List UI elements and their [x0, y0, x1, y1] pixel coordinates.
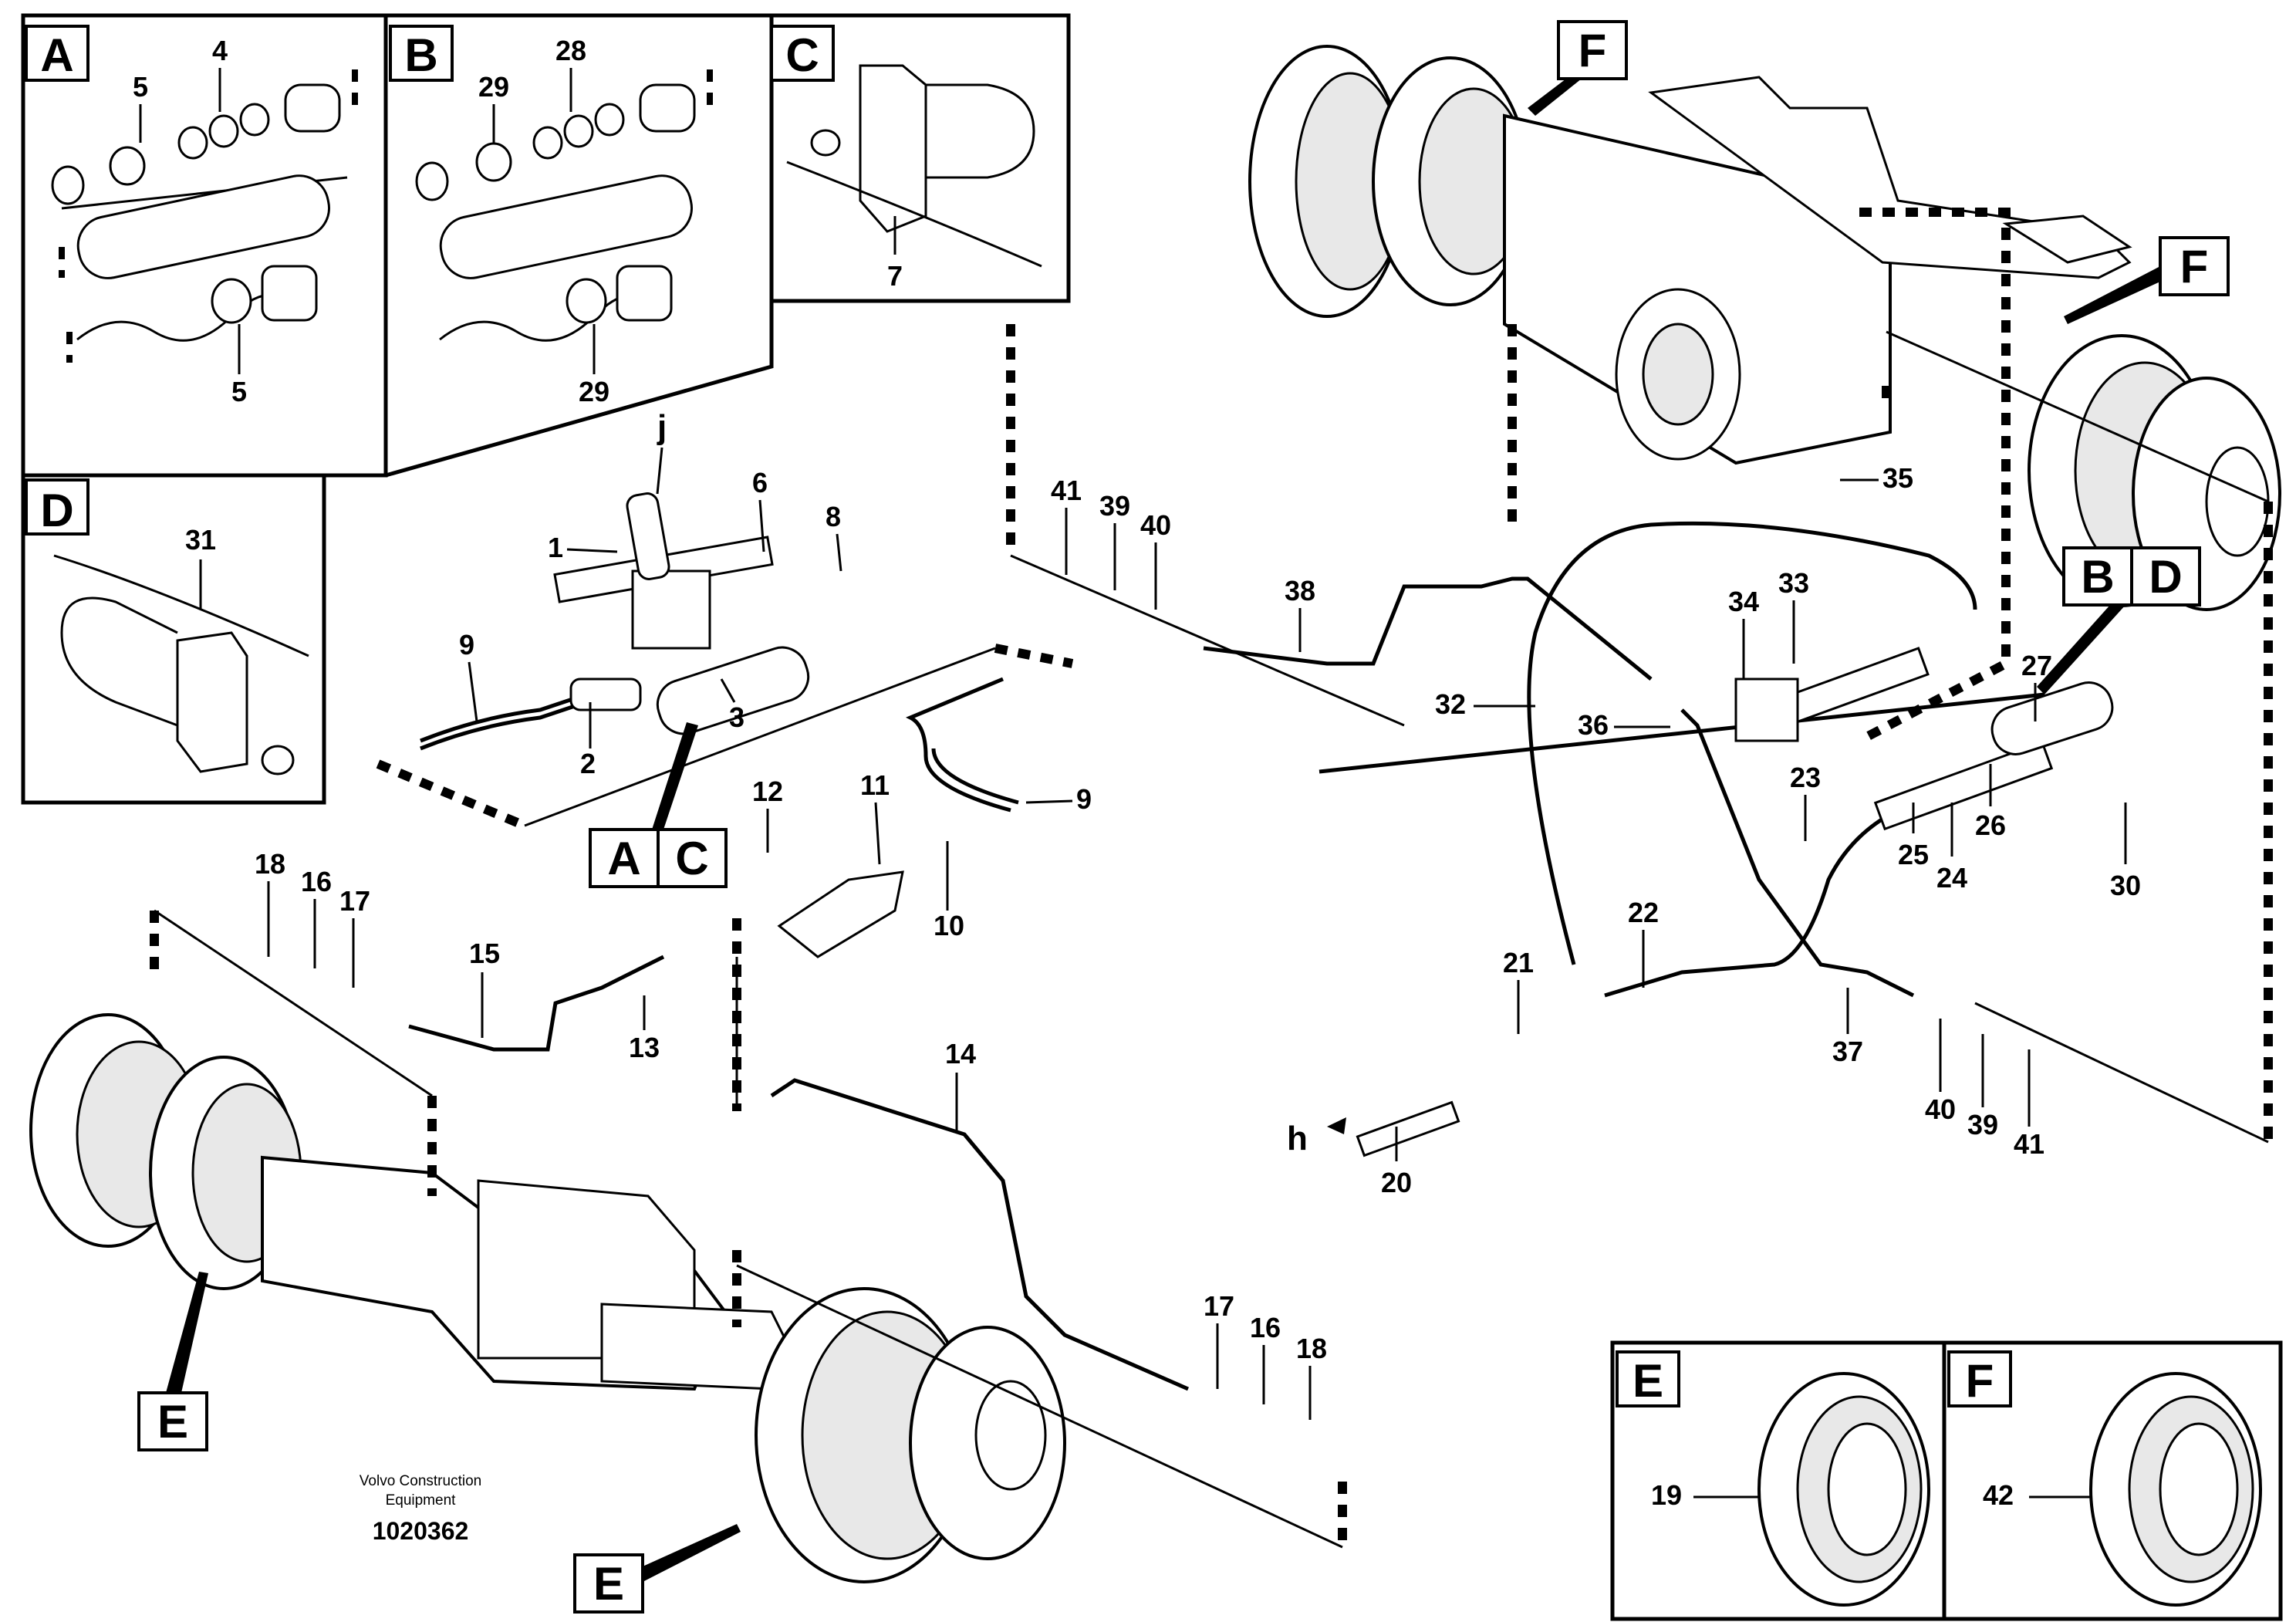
- front-axle-assembly: [29, 1013, 1066, 1583]
- center-brackets: [553, 492, 2114, 958]
- svg-text:25: 25: [1898, 839, 1929, 870]
- tag-a: A: [607, 833, 640, 884]
- svg-text:22: 22: [1628, 897, 1659, 928]
- callout-28-b: 28: [555, 35, 586, 66]
- pipes: [408, 521, 2045, 1391]
- connection-h: h: [1287, 1120, 1308, 1157]
- callout-42-f: 42: [1983, 1479, 2014, 1511]
- tag-e-bottom: E: [573, 1524, 741, 1614]
- tag-f-right: F: [2064, 236, 2230, 324]
- svg-text:3: 3: [729, 701, 745, 733]
- inset-panel-e: E 19: [1610, 1340, 1947, 1621]
- svg-text:39: 39: [1099, 490, 1130, 522]
- inset-panel-a: A 5 4 5: [21, 13, 388, 478]
- svg-text:E: E: [593, 1558, 624, 1610]
- svg-text:8: 8: [826, 501, 841, 532]
- callout-19-e: 19: [1651, 1479, 1682, 1511]
- tag-b-d: B D: [2037, 546, 2201, 694]
- callout-29-b-bottom: 29: [579, 376, 609, 407]
- svg-text:20: 20: [1381, 1167, 1412, 1198]
- svg-text:E: E: [157, 1396, 188, 1448]
- brand-line-2: Equipment: [386, 1492, 457, 1509]
- svg-text:35: 35: [1882, 462, 1913, 494]
- inset-a-letter: A: [40, 29, 73, 81]
- callout-31-d: 31: [185, 524, 216, 556]
- svg-text:41: 41: [1051, 475, 1082, 506]
- tag-a-c: A C: [589, 722, 728, 888]
- svg-text:F: F: [2180, 241, 2209, 292]
- svg-text:38: 38: [1285, 575, 1315, 607]
- svg-text:6: 6: [752, 467, 768, 498]
- svg-text:36: 36: [1578, 709, 1609, 741]
- svg-text:10: 10: [934, 910, 964, 941]
- callout-5-a-bottom: 5: [231, 376, 247, 407]
- tag-b: B: [2081, 551, 2114, 603]
- svg-text:24: 24: [1936, 862, 1967, 894]
- callout-5-a-top: 5: [133, 71, 148, 103]
- svg-text:40: 40: [1140, 509, 1171, 541]
- inset-d-letter: D: [40, 485, 73, 536]
- tag-d: D: [2149, 551, 2182, 603]
- inset-panel-c: C 7: [770, 13, 1071, 303]
- svg-text:30: 30: [2110, 870, 2141, 901]
- svg-text:26: 26: [1975, 809, 2006, 841]
- tag-c: C: [675, 833, 708, 884]
- svg-text:27: 27: [2021, 650, 2052, 681]
- svg-text:16: 16: [301, 866, 332, 897]
- svg-text:15: 15: [469, 938, 500, 969]
- inset-panel-b: B 29 28 29: [385, 13, 774, 478]
- tag-f-top: F: [1528, 20, 1628, 116]
- svg-text:9: 9: [459, 629, 474, 661]
- svg-text:41: 41: [2014, 1128, 2044, 1160]
- svg-text:14: 14: [945, 1038, 976, 1070]
- tag-e-left: E: [137, 1272, 208, 1451]
- callout-7-c: 7: [887, 260, 903, 292]
- inset-f-letter: F: [1966, 1355, 1994, 1407]
- brand-line-1: Volvo Construction: [360, 1473, 481, 1489]
- svg-text:1: 1: [548, 532, 563, 563]
- svg-text:39: 39: [1967, 1109, 1998, 1140]
- connection-j: j: [657, 408, 667, 446]
- svg-text:23: 23: [1790, 762, 1821, 793]
- drawing-number: 1020362: [373, 1517, 469, 1545]
- callout-29-b-top: 29: [478, 71, 509, 103]
- inset-b-letter: B: [404, 29, 437, 81]
- svg-text:12: 12: [752, 776, 783, 807]
- callouts: j 1 6 8 9 2 3 9 10 11 12 13 14 15 18 16 …: [255, 408, 2141, 1420]
- svg-text:18: 18: [1296, 1333, 1327, 1364]
- svg-text:40: 40: [1925, 1093, 1956, 1125]
- svg-text:21: 21: [1503, 947, 1534, 978]
- rear-axle-assembly: [1248, 45, 2281, 745]
- svg-text:16: 16: [1250, 1312, 1281, 1343]
- inset-panel-f: F 42: [1942, 1340, 2283, 1621]
- drawing-footer: Volvo Construction Equipment 1020362: [360, 1473, 481, 1545]
- svg-text:F: F: [1578, 25, 1607, 76]
- svg-text:37: 37: [1832, 1036, 1863, 1067]
- inset-c-letter: C: [785, 29, 819, 81]
- svg-text:34: 34: [1728, 586, 1759, 617]
- svg-text:9: 9: [1076, 783, 1092, 815]
- svg-text:13: 13: [629, 1032, 660, 1063]
- svg-text:18: 18: [255, 848, 285, 880]
- svg-text:2: 2: [580, 748, 596, 779]
- svg-text:17: 17: [1204, 1290, 1234, 1322]
- svg-text:32: 32: [1435, 688, 1466, 720]
- svg-text:11: 11: [860, 769, 890, 801]
- inset-e-letter: E: [1633, 1355, 1663, 1407]
- inset-panel-d: D 31: [21, 473, 326, 805]
- callout-4-a: 4: [212, 35, 228, 66]
- svg-text:17: 17: [339, 885, 370, 917]
- svg-text:33: 33: [1778, 567, 1809, 599]
